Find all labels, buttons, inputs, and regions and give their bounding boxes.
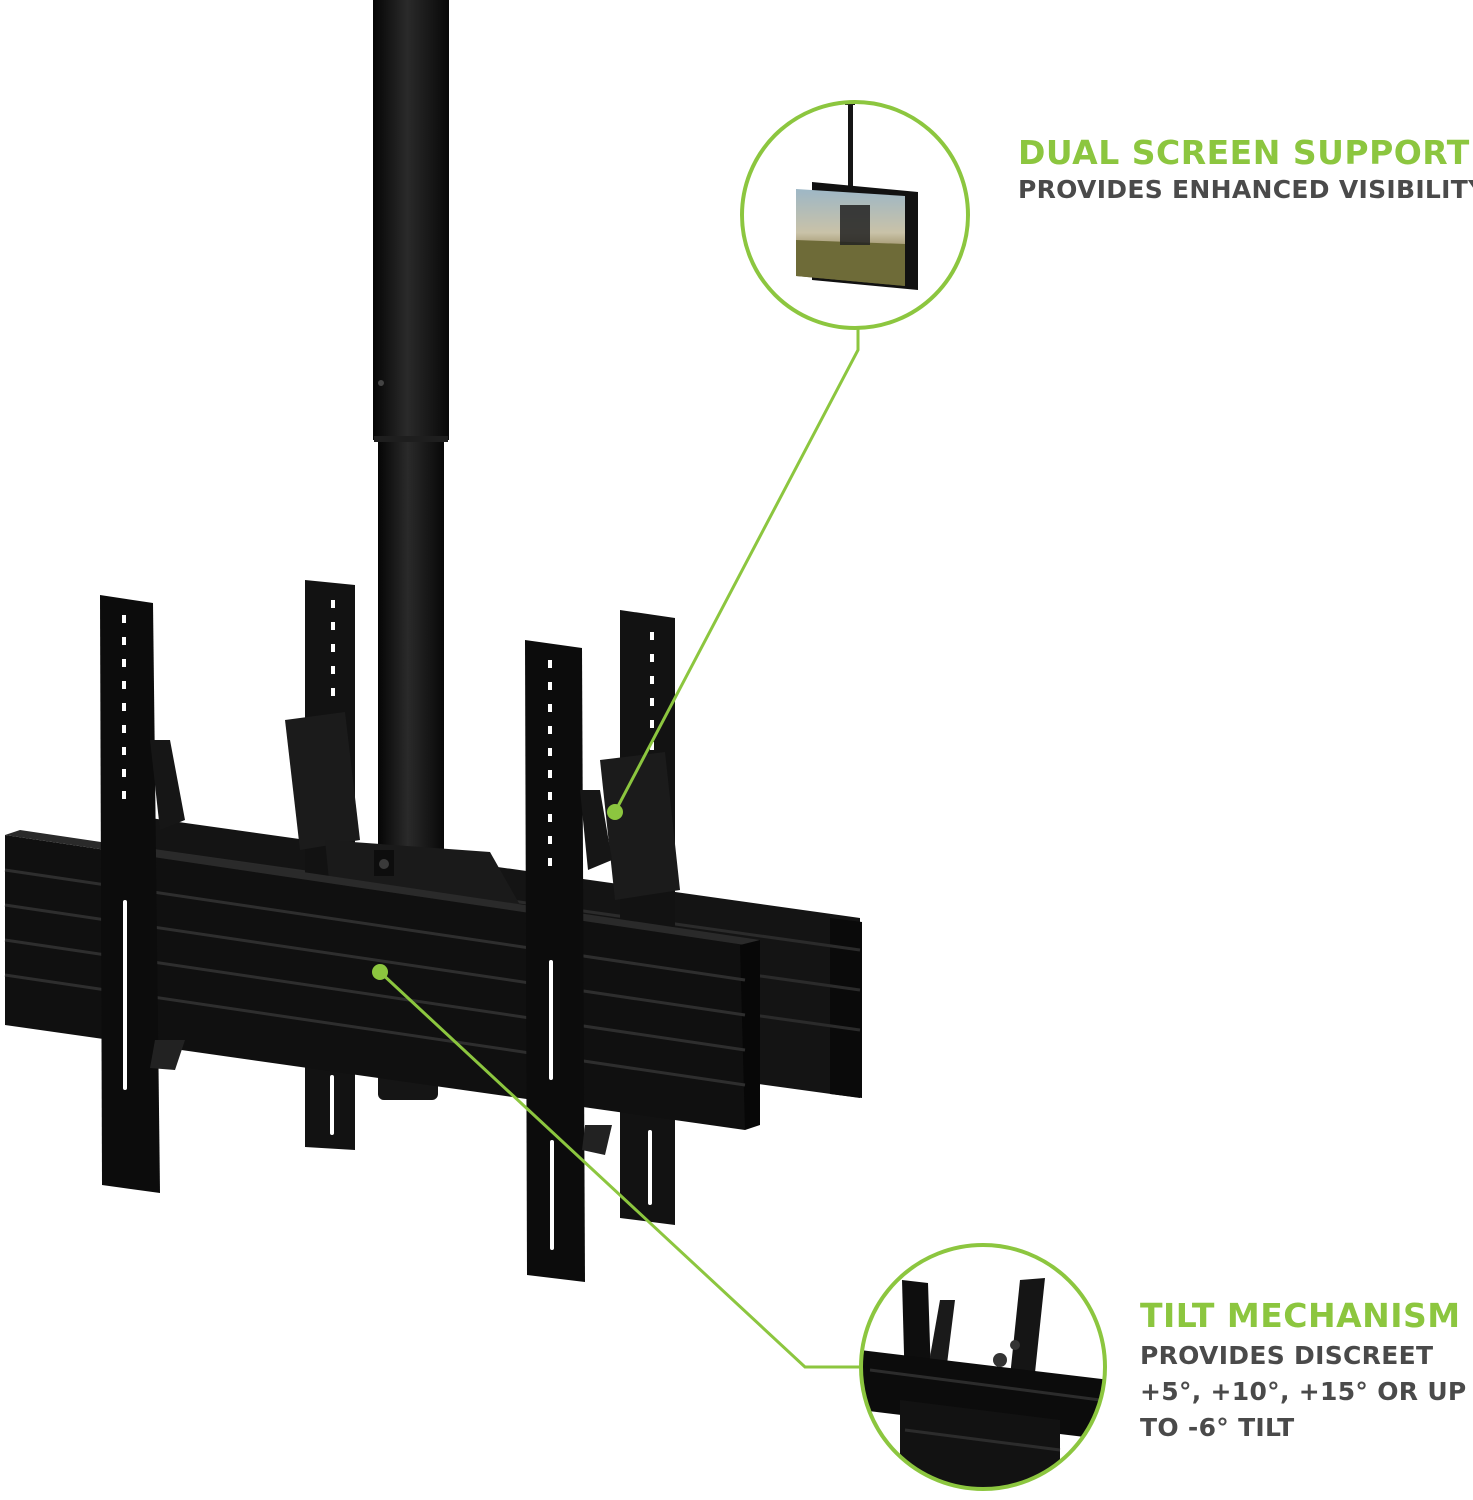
callout-dot-tilt [372,964,388,980]
tilt-description-line: PROVIDES DISCREET [1140,1341,1434,1370]
callout-dot-dual-screen [607,804,623,820]
dual-screen-title: DUAL SCREEN SUPPORT [1018,133,1470,172]
dual-screen-description-line: PROVIDES ENHANCED VISIBILITY [1018,175,1473,204]
tilt-description-line: TO -6° TILT [1140,1413,1295,1442]
callout-connector-lines [378,328,861,1369]
dual-screen-description: PROVIDES ENHANCED VISIBILITY [1018,172,1473,208]
tilt-description-line: +5°, +10°, +15° OR UP [1140,1377,1467,1406]
dual-screen-inset [740,100,970,330]
tilt-mechanism-inset [859,1243,1107,1491]
tilt-mechanism-title: TILT MECHANISM [1140,1296,1461,1335]
tilt-mechanism-description: PROVIDES DISCREET +5°, +10°, +15° OR UP … [1140,1338,1467,1446]
ceiling-pole [373,0,449,856]
